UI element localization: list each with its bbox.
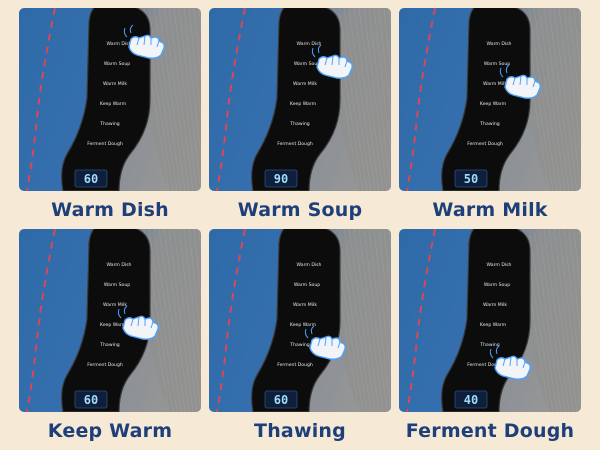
mode-button-label[interactable]: Ferment Dough [467, 141, 503, 147]
mat-dashed-line [26, 8, 56, 191]
mat-dashed-line [406, 8, 436, 191]
control-panel-body [441, 229, 531, 412]
tapping-hand-icon [311, 44, 353, 79]
tapping-hand-icon [489, 345, 531, 380]
mode-button-label[interactable]: Thawing [289, 121, 309, 127]
mode-button-label[interactable]: Warm Soup [294, 61, 320, 67]
tapping-hand-icon [304, 325, 346, 360]
mode-button-label[interactable]: Keep Warm [290, 322, 317, 328]
temperature-display [264, 390, 298, 409]
caption-warm-dish: Warm Dish [51, 199, 169, 221]
mode-button-label[interactable]: Ferment Dough [467, 362, 503, 368]
control-panel-body [251, 8, 341, 191]
mode-button-label[interactable]: Warm Soup [104, 61, 130, 67]
mode-button-label[interactable]: Warm Soup [294, 282, 320, 288]
temperature-display [454, 390, 488, 409]
mode-button-label[interactable]: Thawing [479, 342, 499, 348]
counter-surface [517, 229, 581, 412]
mode-button-label[interactable]: Warm Dish [487, 262, 512, 268]
control-panel-body [61, 8, 151, 191]
temperature-readout: 90 [274, 172, 288, 186]
mat-dashed-line [216, 229, 246, 412]
caption-keep-warm: Keep Warm [47, 420, 173, 442]
tapping-hand-icon [123, 24, 165, 59]
mode-button-label[interactable]: Warm Soup [484, 282, 510, 288]
mode-button-label[interactable]: Warm Dish [487, 41, 512, 47]
mode-button-label[interactable]: Keep Warm [100, 322, 127, 328]
caption-warm-milk: Warm Milk [432, 199, 548, 221]
mat-dashed-line [26, 229, 56, 412]
mode-button-label[interactable]: Thawing [99, 121, 119, 127]
tapping-hand-icon [117, 305, 159, 340]
mode-button-label[interactable]: Warm Dish [297, 262, 322, 268]
mat-dashed-line [406, 229, 436, 412]
temperature-readout: 60 [84, 393, 98, 407]
mode-button-label[interactable]: Warm Dish [107, 262, 132, 268]
caption-ferment-dough: Ferment Dough [405, 420, 575, 442]
mode-button-label[interactable]: Keep Warm [480, 322, 507, 328]
temperature-readout: 40 [464, 393, 478, 407]
control-panel-body [61, 229, 151, 412]
mode-button-label[interactable]: Ferment Dough [277, 362, 313, 368]
temperature-display [74, 390, 108, 409]
mode-button-label[interactable]: Thawing [289, 342, 309, 348]
mode-button-label[interactable]: Thawing [99, 342, 119, 348]
tapping-hand-icon [499, 64, 541, 99]
temperature-readout: 50 [464, 172, 478, 186]
mode-button-label[interactable]: Warm Milk [483, 302, 507, 308]
mode-button-label[interactable]: Ferment Dough [277, 141, 313, 147]
counter-surface [327, 8, 391, 191]
mode-button-label[interactable]: Keep Warm [100, 101, 127, 107]
mode-button-label[interactable]: Warm Milk [483, 81, 507, 87]
mode-button-label[interactable]: Keep Warm [480, 101, 507, 107]
mode-button-label[interactable]: Warm Milk [103, 81, 127, 87]
caption-warm-soup: Warm Soup [237, 199, 363, 221]
mode-button-label[interactable]: Warm Milk [103, 302, 127, 308]
mode-button-label[interactable]: Ferment Dough [87, 141, 123, 147]
counter-surface [517, 8, 581, 191]
temperature-display [74, 169, 108, 188]
mode-button-label[interactable]: Warm Milk [293, 81, 317, 87]
counter-surface [327, 229, 391, 412]
mode-button-label[interactable]: Thawing [479, 121, 499, 127]
mode-button-label[interactable]: Ferment Dough [87, 362, 123, 368]
temperature-readout: 60 [84, 172, 98, 186]
temperature-display [454, 169, 488, 188]
counter-surface [137, 229, 201, 412]
mode-button-label[interactable]: Warm Soup [104, 282, 130, 288]
temperature-display [264, 169, 298, 188]
temperature-readout: 60 [274, 393, 288, 407]
caption-thawing: Thawing [254, 420, 346, 442]
mode-button-label[interactable]: Warm Dish [107, 41, 132, 47]
control-panel-body [251, 229, 341, 412]
mode-button-label[interactable]: Warm Soup [484, 61, 510, 67]
control-panel-body [441, 8, 531, 191]
mode-button-label[interactable]: Warm Dish [297, 41, 322, 47]
mat-dashed-line [216, 8, 246, 191]
mode-button-label[interactable]: Keep Warm [290, 101, 317, 107]
mode-button-label[interactable]: Warm Milk [293, 302, 317, 308]
